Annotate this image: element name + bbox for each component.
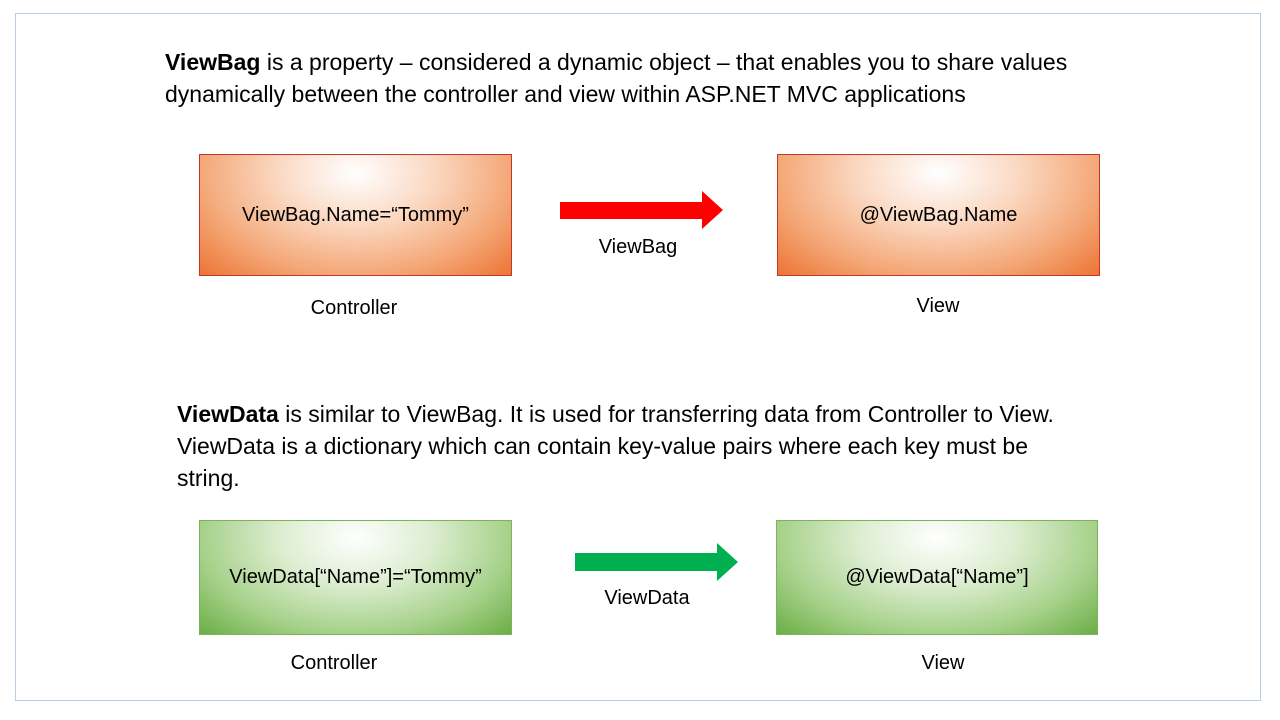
- viewdata-controller-label: Controller: [290, 652, 378, 674]
- viewbag-controller-box: ViewBag.Name=“Tommy”: [199, 154, 512, 276]
- viewdata-description-line1: is similar to ViewBag. It is used for tr…: [278, 401, 1054, 427]
- viewbag-controller-code: ViewBag.Name=“Tommy”: [242, 203, 469, 226]
- viewbag-view-label: View: [916, 295, 960, 317]
- slide-frame: [15, 13, 1261, 701]
- viewbag-arrow-label: ViewBag: [598, 236, 678, 258]
- viewdata-arrow-icon: [575, 543, 738, 581]
- viewdata-description: ViewData is similar to ViewBag. It is us…: [177, 398, 1054, 494]
- viewdata-arrow-shape: [575, 543, 738, 581]
- viewbag-view-code: @ViewBag.Name: [859, 203, 1018, 226]
- viewdata-controller-box: ViewData[“Name”]=“Tommy”: [199, 520, 512, 635]
- viewbag-description: ViewBag is a property – considered a dyn…: [165, 46, 1067, 110]
- viewbag-arrow-shape: [560, 191, 723, 229]
- viewdata-arrow-label: ViewData: [604, 587, 690, 609]
- viewdata-controller-code: ViewData[“Name”]=“Tommy”: [229, 566, 482, 588]
- viewbag-controller-label: Controller: [310, 297, 398, 319]
- viewdata-description-line2: ViewData is a dictionary which can conta…: [177, 433, 1028, 459]
- viewbag-view-box: @ViewBag.Name: [777, 154, 1100, 276]
- viewdata-view-box: @ViewData[“Name”]: [776, 520, 1098, 635]
- viewdata-view-label: View: [921, 652, 965, 674]
- viewbag-description-line1: is a property – considered a dynamic obj…: [260, 49, 1068, 75]
- viewbag-arrow-icon: [560, 191, 723, 229]
- viewbag-term: ViewBag: [165, 49, 261, 75]
- viewdata-view-code: @ViewData[“Name”]: [845, 566, 1029, 588]
- viewbag-description-line2: dynamically between the controller and v…: [165, 81, 966, 107]
- viewdata-term: ViewData: [177, 401, 279, 427]
- viewdata-description-line3: string.: [177, 465, 240, 491]
